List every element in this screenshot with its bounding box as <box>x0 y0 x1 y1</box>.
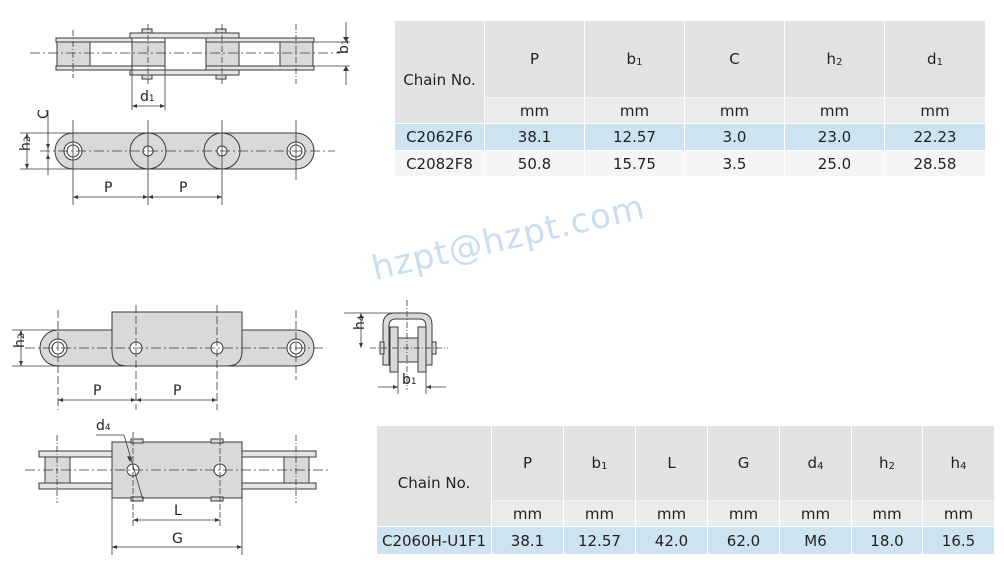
value-cell: 12.57 <box>585 123 685 150</box>
chain-no-cell: C2062F6 <box>395 123 485 150</box>
top-plan-view-drawing: b1 d1 <box>30 22 352 110</box>
unit-d1: mm <box>885 97 985 123</box>
unit-g: mm <box>708 500 780 526</box>
label-h2-top: h2 <box>18 136 34 151</box>
value-cell: 3.5 <box>685 150 785 176</box>
label-p-top-1: P <box>104 180 112 196</box>
label-c: C <box>36 109 52 119</box>
label-l: L <box>174 503 182 519</box>
unit-p: mm <box>492 500 564 526</box>
header-b1: b1 <box>564 426 636 500</box>
header-p: P <box>492 426 564 500</box>
table-row: C2062F6 38.1 12.57 3.0 23.0 22.23 <box>395 123 985 150</box>
label-g: G <box>172 531 183 547</box>
value-cell: 50.8 <box>485 150 585 176</box>
unit-h2: mm <box>785 97 885 123</box>
header-b1: b1 <box>585 21 685 97</box>
label-p-bottom-2: P <box>173 383 181 399</box>
chain-no-cell: C2060H-U1F1 <box>377 526 492 554</box>
label-b1-end: b1 <box>402 372 417 388</box>
label-d1: d1 <box>140 89 155 105</box>
header-chain-no: Chain No. <box>377 426 492 526</box>
header-p: P <box>485 21 585 97</box>
bottom-side-view-drawing: h2 P P <box>12 305 325 410</box>
unit-b1: mm <box>585 97 685 123</box>
unit-b1: mm <box>564 500 636 526</box>
spec-table-bottom: Chain No. P b1 L G d4 h2 h4 mm mm mm mm … <box>377 426 994 554</box>
header-chain-no: Chain No. <box>395 21 485 123</box>
chain-no-cell: C2082F8 <box>395 150 485 176</box>
header-l: L <box>636 426 708 500</box>
value-cell: 25.0 <box>785 150 885 176</box>
value-cell: 28.58 <box>885 150 985 176</box>
label-d4: d4 <box>96 418 111 434</box>
value-cell: 3.0 <box>685 123 785 150</box>
value-cell: M6 <box>780 526 852 554</box>
table-row: C2082F8 50.8 15.75 3.5 25.0 28.58 <box>395 150 985 176</box>
value-cell: 38.1 <box>492 526 564 554</box>
table-row: C2060H-U1F1 38.1 12.57 42.0 62.0 M6 18.0… <box>377 526 994 554</box>
header-d4: d4 <box>780 426 852 500</box>
unit-h2: mm <box>852 500 923 526</box>
unit-d4: mm <box>780 500 852 526</box>
spec-table-top: Chain No. P b1 C h2 d1 mm mm mm mm mm C2… <box>395 21 985 176</box>
header-h2: h2 <box>785 21 885 97</box>
value-cell: 62.0 <box>708 526 780 554</box>
header-g: G <box>708 426 780 500</box>
header-h2: h2 <box>852 426 923 500</box>
value-cell: 16.5 <box>923 526 994 554</box>
unit-p: mm <box>485 97 585 123</box>
value-cell: 42.0 <box>636 526 708 554</box>
value-cell: 22.23 <box>885 123 985 150</box>
value-cell: 15.75 <box>585 150 685 176</box>
label-p-bottom-1: P <box>93 383 101 399</box>
unit-h4: mm <box>923 500 994 526</box>
label-p-top-2: P <box>179 180 187 196</box>
header-c: C <box>685 21 785 97</box>
label-h2-bottom: h2 <box>12 333 28 348</box>
value-cell: 38.1 <box>485 123 585 150</box>
value-cell: 23.0 <box>785 123 885 150</box>
bottom-end-view-drawing: h4 b1 <box>344 300 448 394</box>
unit-l: mm <box>636 500 708 526</box>
bottom-plan-view-drawing: d4 L G <box>25 418 330 555</box>
unit-c: mm <box>685 97 785 123</box>
watermark: hzpt@hzpt.com <box>368 187 649 289</box>
value-cell: 18.0 <box>852 526 923 554</box>
label-h4: h4 <box>352 315 368 330</box>
value-cell: 12.57 <box>564 526 636 554</box>
header-h4: h4 <box>923 426 994 500</box>
header-d1: d1 <box>885 21 985 97</box>
top-side-view-drawing: C h2 P P <box>18 109 335 205</box>
label-b1-top: b1 <box>336 39 352 54</box>
